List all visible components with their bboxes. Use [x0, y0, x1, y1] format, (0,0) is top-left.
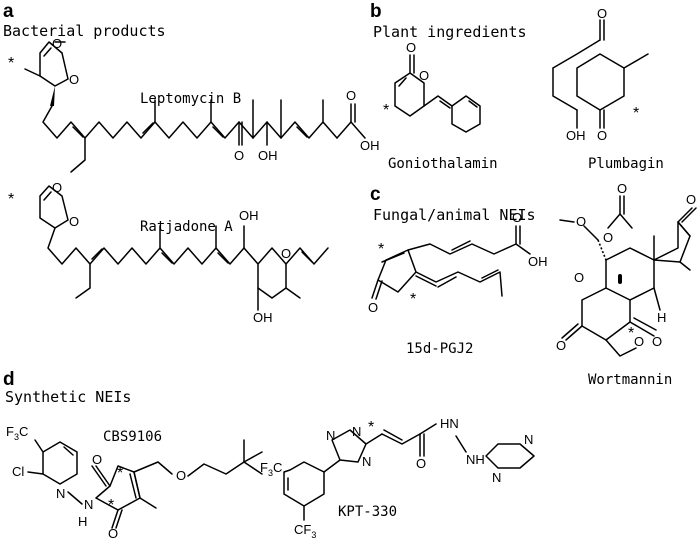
structure-kpt-330: KPT-330 F3C CF3 N N N * O HN NH N N [260, 416, 535, 538]
atom-imide-n: N [84, 497, 93, 512]
panel-a: a Bacterial products Leptomycin B O O * [3, 1, 380, 325]
reactive-site-marker: * [410, 291, 416, 308]
atom-ketone-o: O [686, 192, 696, 207]
atom-ester-o: O [603, 230, 613, 245]
atom-acid-oh: OH [360, 138, 380, 153]
atom-trifluoromethyl: F3C [6, 424, 28, 442]
atom-acid-o: O [512, 210, 522, 225]
panel-d: d Synthetic NEIs CBS9106 F3C Cl N N H O … [3, 369, 535, 538]
atom-hydrazide-nh: HN [440, 416, 459, 431]
structure-15d-pgj2: 15d-PGJ2 O * * O OH [368, 210, 548, 357]
compound-name-kpt-330: KPT-330 [338, 504, 397, 520]
structure-plumbagin: Plumbagin O O OH * [552, 6, 664, 172]
atom-ring-o: O [69, 214, 79, 229]
atom-ether-o: O [176, 468, 186, 483]
structure-ratjadone-a: Ratjadone A O O * OH O OH [8, 180, 329, 325]
panel-letter-d: d [3, 369, 15, 390]
panel-c: c Fungal/animal NEIs 15d-PGJ2 O * * O OH [368, 181, 697, 388]
compound-name-leptomycin-b: Leptomycin B [140, 91, 241, 107]
atom-pyran-o: O [281, 246, 291, 261]
atom-pyrazine-n: N [492, 470, 501, 485]
atom-acid-o: O [346, 88, 356, 103]
reactive-site-marker: * [633, 105, 639, 122]
structure-goniothalamin: Goniothalamin O O * [383, 40, 498, 172]
panel-letter-b: b [370, 1, 382, 22]
atom-carbonyl-o: O [52, 180, 62, 195]
atom-enone-o: O [368, 300, 378, 315]
reactive-site-marker: * [378, 241, 384, 258]
atom-chloro: Cl [12, 464, 24, 479]
atom-trifluoromethyl: CF3 [294, 522, 316, 538]
reactive-site-marker: * [117, 465, 123, 482]
reactive-site-marker: * [108, 497, 114, 514]
atom-quinone-o: O [597, 128, 607, 143]
atom-hydrazide-nh: NH [466, 452, 485, 467]
atom-triazole-n: N [362, 454, 371, 469]
atom-furan-o: O [634, 334, 644, 349]
structure-leptomycin-b: Leptomycin B O O * O OH [8, 36, 380, 173]
compound-name-cbs9106: CBS9106 [103, 429, 162, 445]
atom-hydroxyl: OH [258, 148, 278, 163]
reactive-site-marker: * [368, 419, 374, 436]
panel-title-b: Plant ingredients [373, 23, 527, 41]
atom-pyridine-n: N [56, 486, 65, 501]
structure-cbs9106: CBS9106 F3C Cl N N H O O O * [6, 424, 263, 538]
atom-carbonyl-o: O [52, 36, 62, 51]
atom-phenol-oh: OH [566, 128, 586, 143]
panel-letter-a: a [3, 1, 14, 22]
atom-amide-o: O [416, 456, 426, 471]
panel-letter-c: c [370, 184, 381, 205]
atom-quinone-o: O [597, 6, 607, 21]
atom-ring-o: O [69, 72, 79, 87]
atom-lactone-o: O [574, 270, 584, 285]
compound-name-ratjadone-a: Ratjadone A [140, 219, 233, 235]
compound-name-15d-pgj2: 15d-PGJ2 [406, 341, 473, 357]
compound-name-wortmannin: Wortmannin [588, 372, 672, 388]
atom-methoxy-o: O [576, 214, 586, 229]
atom-triazole-n: N [326, 428, 335, 443]
atom-triazole-n: N [352, 424, 361, 439]
reactive-site-marker: * [8, 55, 14, 72]
atom-hydrogen: H [657, 310, 666, 325]
atom-trifluoromethyl: F3C [260, 460, 282, 478]
panel-title-c: Fungal/animal NEIs [373, 206, 536, 224]
reactive-site-marker: * [383, 102, 389, 119]
structure-wortmannin: Wortmannin O O O O H O [556, 181, 697, 388]
panel-title-a: Bacterial products [3, 22, 166, 40]
atom-hydroxyl: OH [253, 310, 273, 325]
atom-acid-oh: OH [528, 254, 548, 269]
reactive-site-marker: * [628, 325, 634, 342]
panel-title-d: Synthetic NEIs [5, 388, 131, 406]
compound-name-goniothalamin: Goniothalamin [388, 156, 498, 172]
atom-imide-carbonyl-o: O [108, 526, 118, 538]
atom-hydrogen: H [78, 514, 87, 529]
atom-lactone-carbonyl-o: O [556, 338, 566, 353]
atom-ketone-o: O [234, 148, 244, 163]
atom-carbonyl-o: O [406, 40, 416, 55]
atom-ring-o: O [419, 68, 429, 83]
atom-hydroxyl: OH [239, 208, 259, 223]
reactive-site-marker: * [8, 191, 14, 208]
atom-imide-carbonyl-o: O [92, 452, 102, 467]
panel-b: b Plant ingredients Goniothalamin O O * … [370, 1, 664, 172]
atom-ketone-o: O [652, 334, 662, 349]
compound-name-plumbagin: Plumbagin [588, 156, 664, 172]
atom-acetate-o: O [617, 181, 627, 196]
atom-pyrazine-n: N [524, 432, 533, 447]
